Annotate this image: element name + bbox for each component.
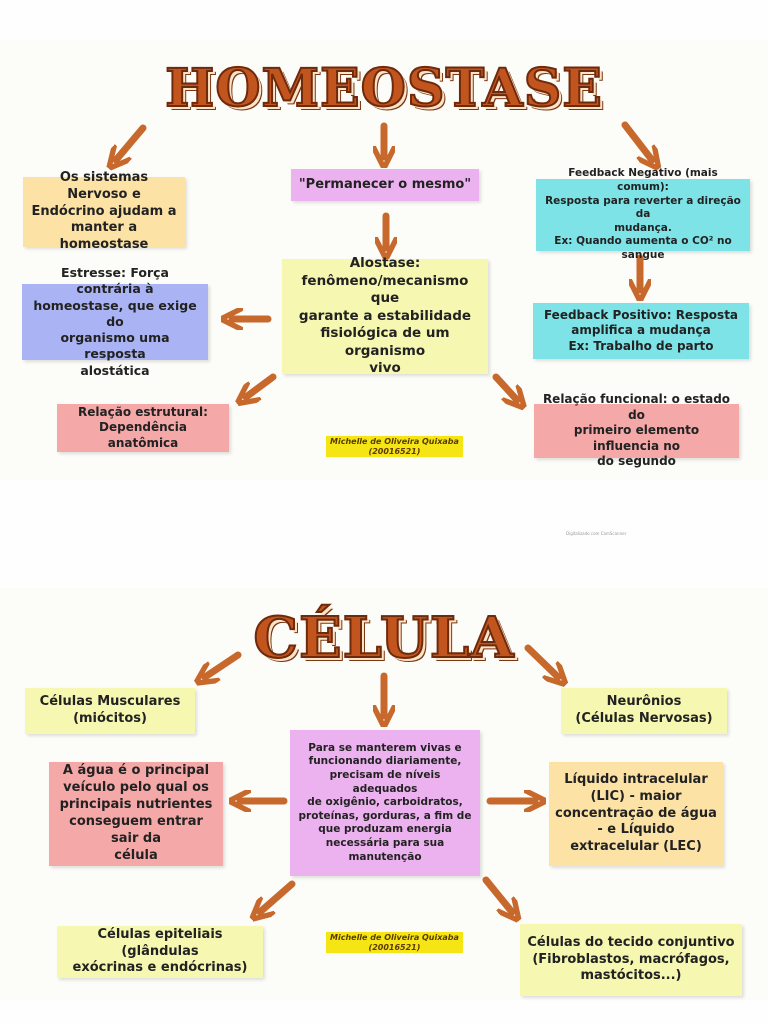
- box-alostase: Alostase: fenômeno/mecanismo que garante…: [282, 255, 488, 376]
- homeostase-title: HOMEOSTASE: [164, 57, 603, 120]
- box-estresse-text: Estresse: Força contrária à homeostase, …: [33, 265, 197, 378]
- box-permanecer: "Permanecer o mesmo": [291, 169, 479, 201]
- box-neuronios-text: Neurônios (Células Nervosas): [575, 694, 713, 726]
- box-permanecer-text: "Permanecer o mesmo": [298, 176, 472, 192]
- homeostase-author-tag: Michelle de Oliveira Quixaba (20016521): [326, 436, 463, 458]
- scanner-note: Digitalizado com CamScanner: [566, 531, 627, 536]
- box-feedback-positivo: Feedback Positivo: Resposta amplifica a …: [533, 303, 749, 359]
- box-neuronios: Neurônios (Células Nervosas): [561, 688, 727, 734]
- box-feedback-negativo: Feedback Negativo (mais comum): Resposta…: [536, 167, 750, 261]
- box-liquido-text: Líquido intracelular (LIC) - maior conce…: [555, 771, 717, 855]
- box-alostase-text: Alostase: fenômeno/mecanismo que garante…: [298, 255, 472, 377]
- box-agua-text: A água é o principal veículo pelo qual o…: [59, 763, 213, 863]
- box-center: Para se manterem vivas e funcionando dia…: [290, 730, 480, 876]
- box-feedback-positivo-text: Feedback Positivo: Resposta amplifica a …: [543, 307, 739, 353]
- box-relacao-funcional-text: Relação funcional: o estado do primeiro …: [542, 392, 731, 469]
- box-liquido: Líquido intracelular (LIC) - maior conce…: [549, 762, 723, 866]
- box-systems-text: Os sistemas Nervoso e Endócrino ajudam a…: [31, 169, 177, 253]
- box-musculares-text: Células Musculares (miócitos): [39, 694, 181, 726]
- box-epiteliais-text: Células epiteliais (glândulas exócrinas …: [72, 926, 248, 976]
- box-systems: Os sistemas Nervoso e Endócrino ajudam a…: [23, 170, 185, 252]
- celula-author-text: Michelle de Oliveira Quixaba (20016521): [330, 933, 459, 952]
- box-estresse: Estresse: Força contrária à homeostase, …: [22, 265, 208, 378]
- box-conjuntivo-text: Células do tecido conjuntivo (Fibroblast…: [527, 934, 735, 984]
- box-center-text: Para se manterem vivas e funcionando dia…: [298, 741, 472, 863]
- box-epiteliais: Células epiteliais (glândulas exócrinas …: [57, 926, 263, 978]
- box-musculares: Células Musculares (miócitos): [25, 688, 195, 734]
- box-relacao-estrutural: Relação estrutural: Dependência anatômic…: [57, 404, 229, 452]
- celula-author-tag: Michelle de Oliveira Quixaba (20016521): [326, 932, 463, 954]
- box-conjuntivo: Células do tecido conjuntivo (Fibroblast…: [520, 924, 742, 996]
- celula-title: CÉLULA: [252, 604, 515, 672]
- box-relacao-funcional: Relação funcional: o estado do primeiro …: [534, 392, 739, 468]
- box-relacao-estrutural-text: Relação estrutural: Dependência anatômic…: [78, 404, 208, 450]
- box-feedback-negativo-text: Feedback Negativo (mais comum): Resposta…: [545, 167, 741, 262]
- homeostase-author-text: Michelle de Oliveira Quixaba (20016521): [330, 437, 459, 456]
- box-agua: A água é o principal veículo pelo qual o…: [49, 762, 223, 866]
